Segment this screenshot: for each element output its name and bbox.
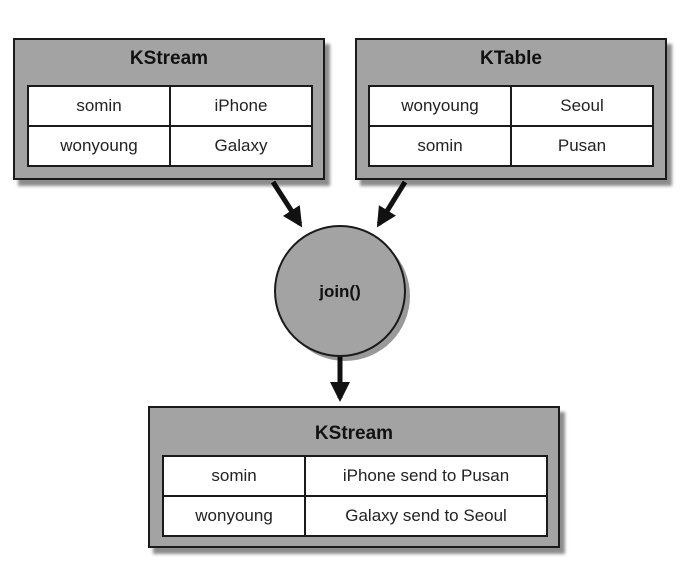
key-cell: wonyoung [27, 125, 171, 167]
kstream-input-panel: KStream somin iPhone wonyoung Galaxy [13, 38, 325, 180]
value-cell: Pusan [510, 125, 654, 167]
ktable-panel: KTable wonyoung Seoul somin Pusan [355, 38, 667, 180]
value-cell: Galaxy send to Seoul [304, 495, 548, 537]
table-row: wonyoung Galaxy [27, 125, 313, 167]
value-cell: iPhone [169, 85, 313, 127]
value-cell: iPhone send to Pusan [304, 455, 548, 497]
key-cell: somin [27, 85, 171, 127]
panel-title: KStream [314, 423, 394, 444]
table-row: somin iPhone send to Pusan [161, 455, 548, 497]
table-row: somin iPhone [27, 85, 313, 127]
kstream-result-table: somin iPhone send to Pusan wonyoung Gala… [161, 455, 548, 537]
key-cell: somin [368, 125, 512, 167]
table-row: wonyoung Seoul [368, 85, 654, 127]
join-node [274, 225, 406, 357]
key-cell: somin [161, 455, 307, 497]
arrow-ktable-to-join [376, 180, 408, 228]
arrow-kstream-to-join [270, 180, 303, 228]
kstream-input-table: somin iPhone wonyoung Galaxy [27, 85, 313, 167]
panel-title: KStream [129, 48, 209, 69]
table-row: wonyoung Galaxy send to Seoul [161, 495, 548, 537]
key-cell: wonyoung [161, 495, 307, 537]
panel-title: KTable [480, 48, 542, 69]
ktable-table: wonyoung Seoul somin Pusan [368, 85, 654, 167]
table-row: somin Pusan [368, 125, 654, 167]
join-label: join() [319, 282, 361, 301]
value-cell: Galaxy [169, 125, 313, 167]
value-cell: Seoul [510, 85, 654, 127]
key-cell: wonyoung [368, 85, 512, 127]
kstream-result-panel: KStream somin iPhone send to Pusan wonyo… [148, 406, 560, 548]
